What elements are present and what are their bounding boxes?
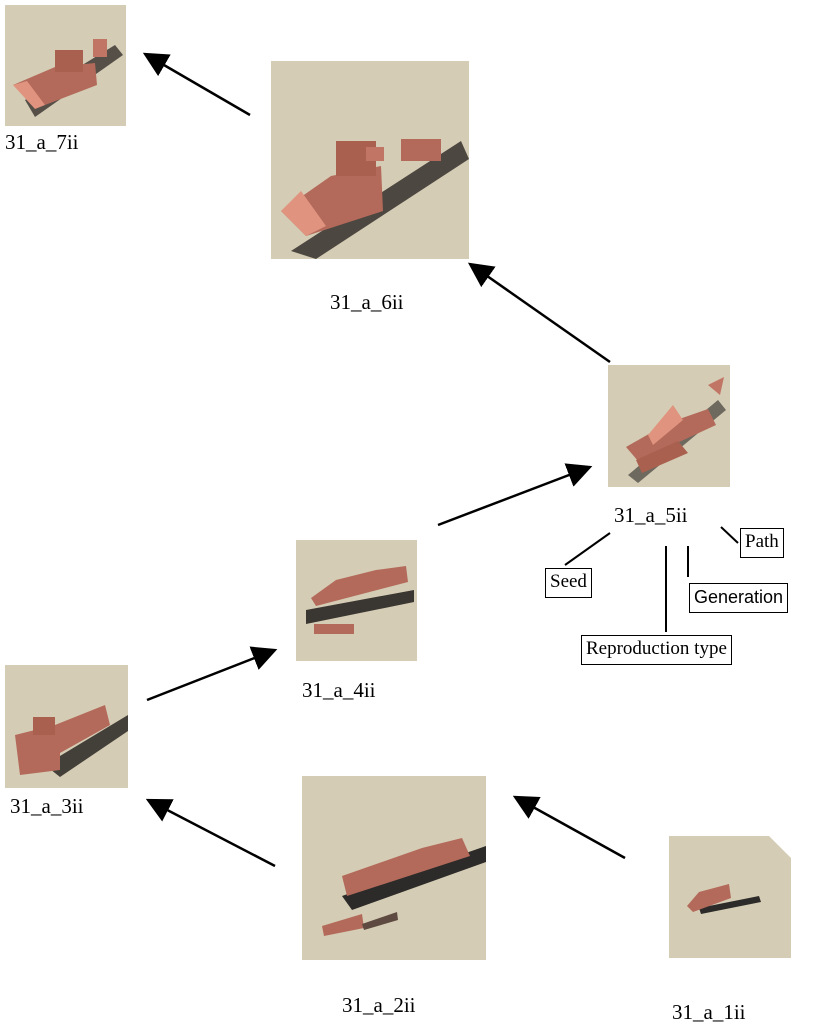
- arrow-2ii-to-3ii: [145, 798, 276, 868]
- node-7ii-caption: 31_a_7ii: [5, 130, 79, 154]
- node-3ii-caption: 31_a_3ii: [10, 794, 84, 818]
- node-2ii-image[interactable]: [302, 776, 486, 960]
- path-leader-line: [720, 526, 739, 544]
- arrow-5ii-to-6ii: [467, 262, 611, 364]
- node-3ii-image[interactable]: [5, 665, 128, 788]
- generation-label: Generation: [689, 583, 789, 613]
- node-5ii-image[interactable]: [608, 365, 730, 487]
- node-1ii-caption: 31_a_1ii: [672, 1000, 746, 1024]
- arrow-4ii-to-5ii: [437, 463, 593, 527]
- arrow-3ii-to-4ii: [146, 646, 278, 702]
- path-label: Path: [740, 528, 784, 558]
- node-1ii-image[interactable]: [669, 836, 791, 958]
- node-4ii-caption: 31_a_4ii: [302, 678, 376, 702]
- node-2ii-caption: 31_a_2ii: [342, 993, 416, 1017]
- arrow-1ii-to-2ii: [512, 795, 626, 860]
- seed-leader-line: [564, 532, 611, 566]
- seed-label: Seed: [545, 568, 592, 598]
- node-7ii-image[interactable]: [5, 5, 126, 126]
- reproduction-type-label: Reproduction type: [581, 635, 732, 665]
- arrow-6ii-to-7ii: [142, 52, 251, 117]
- node-4ii-image[interactable]: [296, 540, 417, 661]
- node-6ii-image[interactable]: [271, 61, 469, 259]
- node-5ii-caption: 31_a_5ii: [614, 503, 688, 527]
- node-6ii-caption: 31_a_6ii: [330, 290, 404, 314]
